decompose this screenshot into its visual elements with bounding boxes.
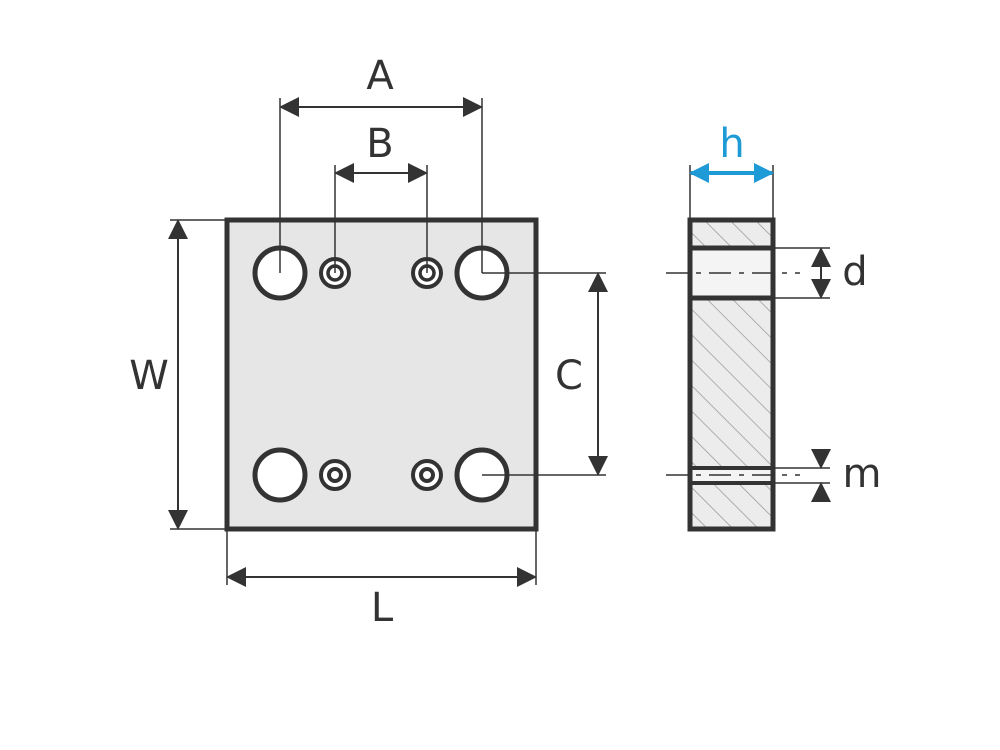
dimension-w [168, 219, 227, 530]
front-view [224, 217, 539, 532]
side-bore-lower [690, 468, 773, 483]
small-hole-bottom-right [411, 459, 443, 491]
dimension-b [334, 163, 428, 273]
small-hole-bottom-left [319, 459, 351, 491]
dimension-h [689, 163, 774, 220]
large-hole-bottom-left [252, 447, 308, 503]
dimension-w-label: W [129, 353, 169, 399]
side-view [666, 217, 800, 532]
dimension-b-label: B [366, 121, 393, 167]
dimension-c-label: C [555, 353, 583, 399]
dimension-a [279, 97, 483, 273]
dimension-m-label: m [843, 451, 882, 497]
dimension-a-label: A [366, 53, 394, 99]
dimension-m [773, 449, 831, 502]
dimension-c [482, 272, 608, 476]
side-outline [687, 217, 776, 532]
dimension-d [773, 247, 831, 299]
dimension-l [226, 529, 537, 587]
dimension-d-label: d [842, 249, 867, 295]
dimension-l-label: L [371, 585, 394, 631]
dimension-h-label: h [719, 121, 744, 167]
